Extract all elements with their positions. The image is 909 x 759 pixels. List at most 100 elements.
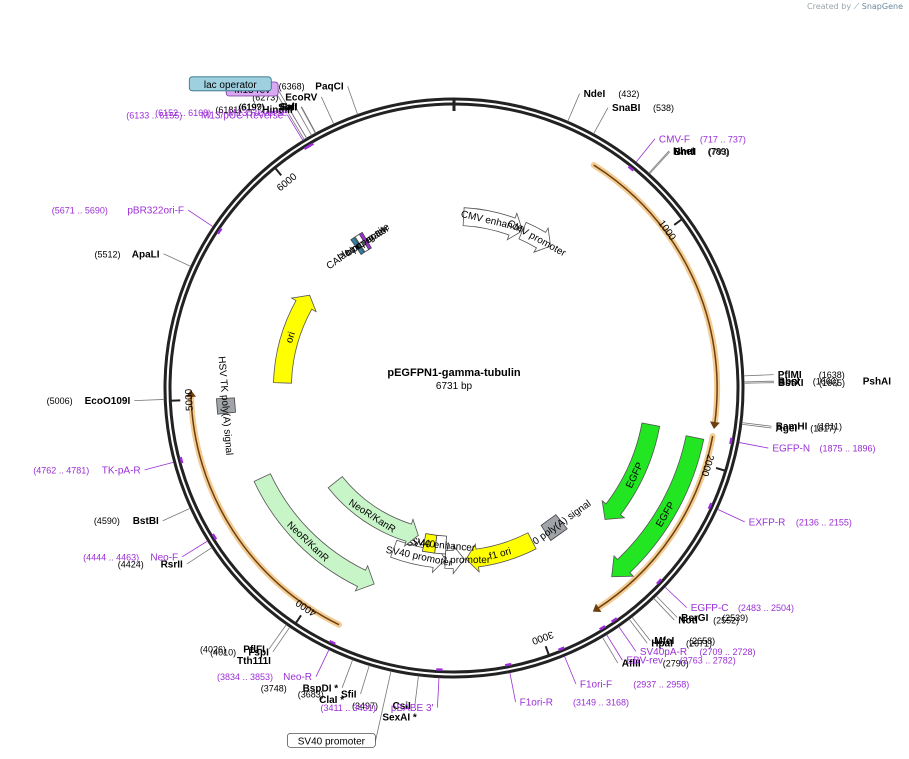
enzyme-extra: PshAI: [863, 377, 892, 388]
primer-leader: [564, 655, 577, 685]
tick-mark: [294, 614, 302, 625]
enzyme-position: (6199): [239, 102, 265, 112]
feature-arrow: [444, 544, 465, 575]
primer-position: (3149 .. 3168): [573, 698, 629, 708]
enzyme-position: (1660): [813, 377, 839, 387]
enzyme-name: NotI: [678, 616, 698, 627]
primer-label: pBR322ori-F(5671 .. 5690): [52, 206, 184, 217]
enzyme-leader: [300, 106, 316, 134]
orf-arc: [596, 436, 714, 610]
primer-leader: [717, 508, 745, 523]
enzyme-label: PaqCI(6368): [279, 82, 344, 93]
primer-name: Neo-R: [283, 672, 312, 683]
enzyme-label: BamHI(1811): [776, 422, 842, 433]
enzyme-leader: [320, 96, 335, 125]
enzyme-label: SalI (6199): [239, 102, 298, 113]
primer-position: (5671 .. 5690): [52, 206, 108, 216]
enzyme-label: HindIII(6181): [215, 105, 293, 116]
primer-leader: [606, 634, 623, 661]
primer-label: Neo-F(4444 .. 4463): [83, 552, 178, 563]
enzyme-label: BsrGI(2539): [681, 613, 748, 624]
primer-name: EBV-rev: [626, 656, 663, 667]
credit-brand: SnapGene: [861, 2, 903, 11]
enzyme-label: ApaLI(5512): [95, 249, 160, 260]
primer-name: CMV-F: [659, 134, 690, 145]
feature-label: AmpR promoter: [420, 555, 491, 566]
primer-position: (2483 .. 2504): [738, 603, 794, 613]
enzyme-name: ApaLI: [132, 249, 160, 260]
enzyme-leader: [631, 616, 651, 641]
feature-box: [540, 514, 568, 542]
primer-leader: [664, 586, 688, 608]
enzyme-label: FspI(4010): [210, 647, 269, 658]
primer-label: TK-pA-R(4762 .. 4781): [33, 465, 140, 476]
enzyme-position: (432): [618, 89, 639, 99]
feature-label: NeoR/KanR: [284, 520, 330, 565]
enzyme-leader: [602, 636, 619, 664]
enzyme-name: SbfI: [278, 102, 297, 113]
enzyme-leader: [741, 423, 772, 429]
primer-label: EXFP-R(2136 .. 2155): [749, 517, 852, 528]
enzyme-name: SfiI: [341, 690, 357, 701]
enzyme-leader: [628, 618, 648, 644]
primer-name: TK-pA-R: [102, 465, 141, 476]
enzyme-extra: Tth111I: [237, 656, 271, 667]
enzyme-name: PflMI: [778, 370, 802, 381]
feature-arrow: [518, 221, 551, 253]
enzyme-name: BmtI: [674, 147, 696, 158]
primer-leader: [181, 540, 208, 558]
primer-label: EBV-rev (2763 .. 2782): [626, 656, 735, 667]
enzyme-label: PflMI(1638): [778, 370, 845, 381]
tick-label: 5000: [184, 388, 196, 411]
feature-box: [216, 397, 236, 415]
enzyme-leader: [655, 595, 678, 618]
enzyme-leader: [648, 150, 670, 174]
enzyme-name: CsiI: [392, 701, 411, 712]
enzyme-position: (2790): [663, 658, 689, 668]
enzyme-label: RsrII(4424): [118, 560, 183, 571]
primer-position: (2709 .. 2728): [699, 647, 755, 657]
feature-arrow: [253, 473, 375, 592]
enzyme-label: BstBI(4590): [94, 516, 159, 527]
primer-site-mark: [307, 142, 315, 148]
enzyme-label: EcoRV(6273): [252, 92, 317, 103]
enzyme-leader: [360, 665, 370, 695]
enzyme-leader: [163, 253, 191, 267]
primer-leader: [635, 138, 656, 163]
primer-name: M13/pUC Reverse: [201, 110, 284, 121]
primer-label: M13/pUC Reverse(6133 .. 6155): [126, 110, 283, 121]
feature-arrow: [465, 532, 537, 573]
enzyme-leader: [186, 547, 213, 565]
primer-site-mark: [557, 646, 565, 652]
orf-layer: [186, 162, 721, 628]
enzyme-name: SalI: [280, 102, 298, 113]
feature-arrow: [462, 207, 523, 241]
primer-name: SV40pA-R: [640, 647, 687, 658]
primer-site-mark: [707, 502, 713, 510]
enzyme-leader: [741, 422, 772, 427]
primer-name: M13 Reverse: [228, 108, 288, 119]
primer-name: F1ori-R: [520, 698, 553, 709]
feature-arrow: [327, 476, 419, 548]
primer-site-mark: [729, 437, 733, 445]
enzyme-name: BstXI: [778, 378, 804, 389]
tick-label: 6000: [275, 171, 300, 194]
enzyme-label: PflFI(4026)Tth111I: [200, 645, 271, 668]
boxed-label: lac operator: [188, 76, 272, 92]
primer-leader: [315, 649, 330, 677]
enzyme-name: BstBI: [133, 516, 159, 527]
primer-leader: [437, 677, 440, 708]
enzyme-name: EcoO109I: [85, 396, 131, 407]
boxed-label-leader: [374, 670, 392, 742]
primer-position: (4444 .. 4463): [83, 552, 139, 562]
boxed-label-text: lac operator: [204, 80, 257, 91]
primer-label: EGFP-C (2483 .. 2504): [691, 603, 794, 614]
primer-name: EGFP-C: [691, 603, 729, 614]
enzyme-leader: [414, 675, 419, 706]
enzyme-position: (4424): [118, 560, 144, 570]
primer-position: (2763 .. 2782): [680, 656, 736, 666]
enzyme-leader: [743, 380, 774, 383]
credit-prefix: Created by: [807, 2, 852, 11]
